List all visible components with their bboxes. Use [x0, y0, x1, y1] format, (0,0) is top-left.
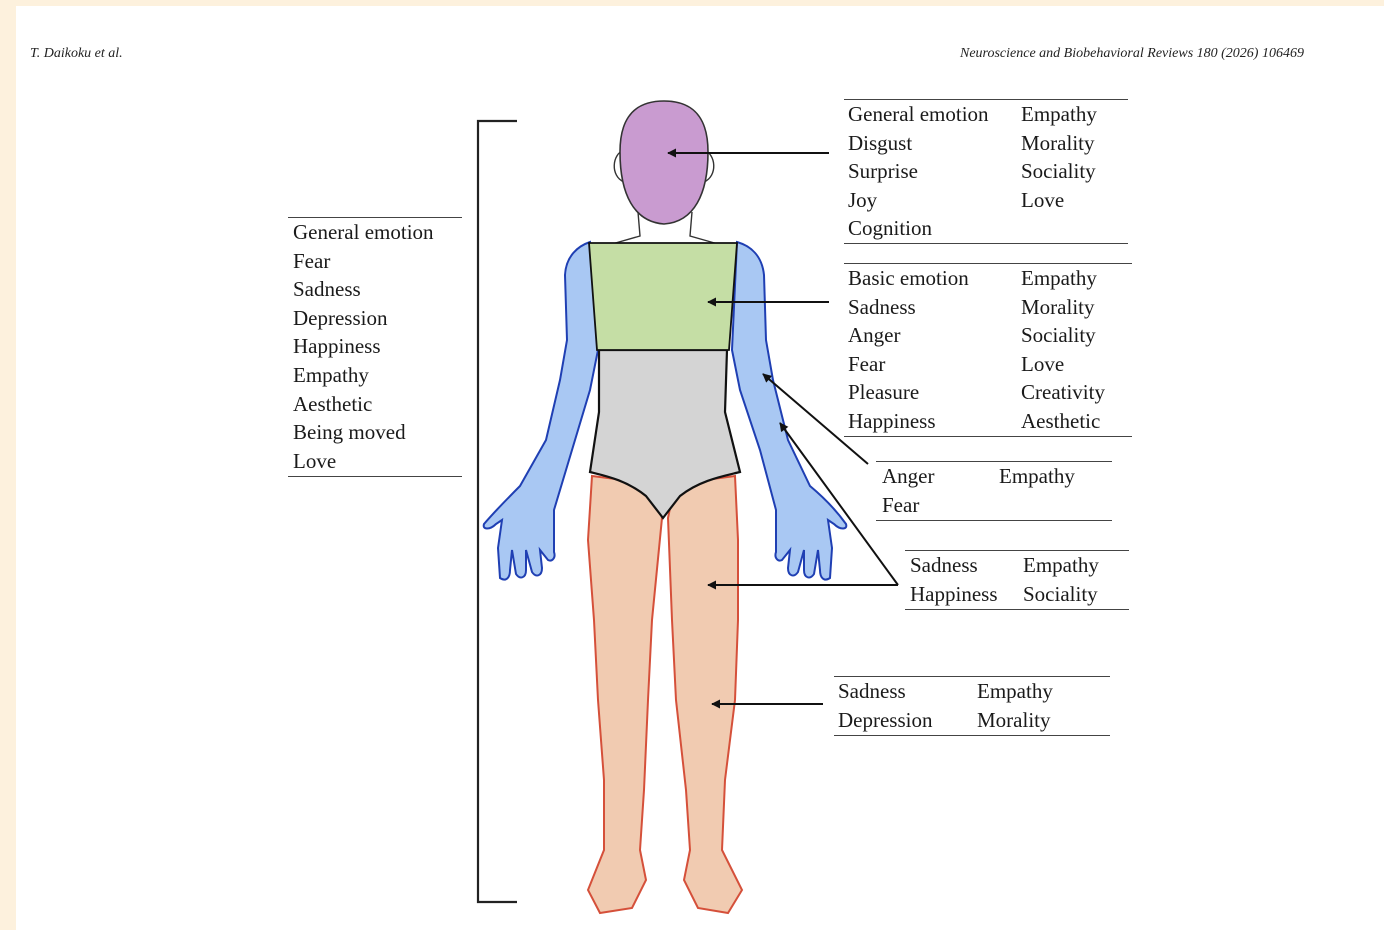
left-arm [484, 242, 598, 580]
arm-table: Anger Fear Empathy [876, 461, 1112, 521]
head-term: Love [1021, 186, 1097, 215]
lower-leg-table: Sadness Depression Empathy Morality [834, 676, 1110, 736]
chest [589, 243, 737, 350]
thigh-table: Sadness Happiness Empathy Sociality [905, 550, 1129, 610]
head-col2: Empathy Morality Sociality Love [1021, 100, 1097, 214]
right-arm [732, 242, 846, 580]
chest-col2: Empathy Morality Sociality Love Creativi… [1021, 264, 1105, 436]
head-term: Disgust [848, 129, 989, 158]
whole-body-col1: General emotion Fear Sadness Depression … [293, 218, 434, 475]
chest-term: Aesthetic [1021, 407, 1105, 436]
whole-body-term: Being moved [293, 418, 434, 447]
head [620, 101, 708, 224]
arm-term: Empathy [999, 462, 1075, 491]
arm-term: Fear [882, 491, 934, 520]
chest-term: Sadness [848, 293, 969, 322]
head-term: Surprise [848, 157, 989, 186]
chest-term: Fear [848, 350, 969, 379]
chest-col1: Basic emotion Sadness Anger Fear Pleasur… [848, 264, 969, 436]
head-term: Joy [848, 186, 989, 215]
whole-body-term: General emotion [293, 218, 434, 247]
thigh-col2: Empathy Sociality [1023, 551, 1099, 608]
head-term: Empathy [1021, 100, 1097, 129]
head-col1: General emotion Disgust Surprise Joy Cog… [848, 100, 989, 243]
lower-leg-term: Depression [838, 706, 932, 735]
whole-body-term: Depression [293, 304, 434, 333]
chest-term: Anger [848, 321, 969, 350]
body-map-figure [16, 6, 1384, 930]
thigh-term: Happiness [910, 580, 998, 609]
whole-body-table: General emotion Fear Sadness Depression … [288, 217, 462, 477]
left-leg [588, 476, 662, 913]
chest-term: Morality [1021, 293, 1105, 322]
lower-leg-term: Empathy [977, 677, 1053, 706]
arm-col1: Anger Fear [882, 462, 934, 519]
lower-leg-term: Sadness [838, 677, 932, 706]
head-term: Cognition [848, 214, 989, 243]
chest-term: Basic emotion [848, 264, 969, 293]
chest-term: Love [1021, 350, 1105, 379]
chest-term: Sociality [1021, 321, 1105, 350]
head-term: Sociality [1021, 157, 1097, 186]
thigh-term: Sadness [910, 551, 998, 580]
whole-body-term: Love [293, 447, 434, 476]
arm-term: Anger [882, 462, 934, 491]
arm-col2: Empathy [999, 462, 1075, 491]
whole-body-term: Aesthetic [293, 390, 434, 419]
paper-page: T. Daikoku et al. Neuroscience and Biobe… [16, 6, 1384, 930]
chest-term: Pleasure [848, 378, 969, 407]
lower-leg-col2: Empathy Morality [977, 677, 1053, 734]
whole-body-term: Sadness [293, 275, 434, 304]
whole-body-term: Fear [293, 247, 434, 276]
thigh-term: Empathy [1023, 551, 1099, 580]
head-term: Morality [1021, 129, 1097, 158]
right-leg [668, 476, 742, 913]
whole-body-term: Empathy [293, 361, 434, 390]
chest-term: Creativity [1021, 378, 1105, 407]
lower-leg-col1: Sadness Depression [838, 677, 932, 734]
head-table: General emotion Disgust Surprise Joy Cog… [844, 99, 1128, 244]
chest-term: Empathy [1021, 264, 1105, 293]
whole-body-term: Happiness [293, 332, 434, 361]
head-term: General emotion [848, 100, 989, 129]
lower-leg-term: Morality [977, 706, 1053, 735]
chest-table: Basic emotion Sadness Anger Fear Pleasur… [844, 263, 1132, 437]
chest-term: Happiness [848, 407, 969, 436]
thigh-term: Sociality [1023, 580, 1099, 609]
thigh-col1: Sadness Happiness [910, 551, 998, 608]
